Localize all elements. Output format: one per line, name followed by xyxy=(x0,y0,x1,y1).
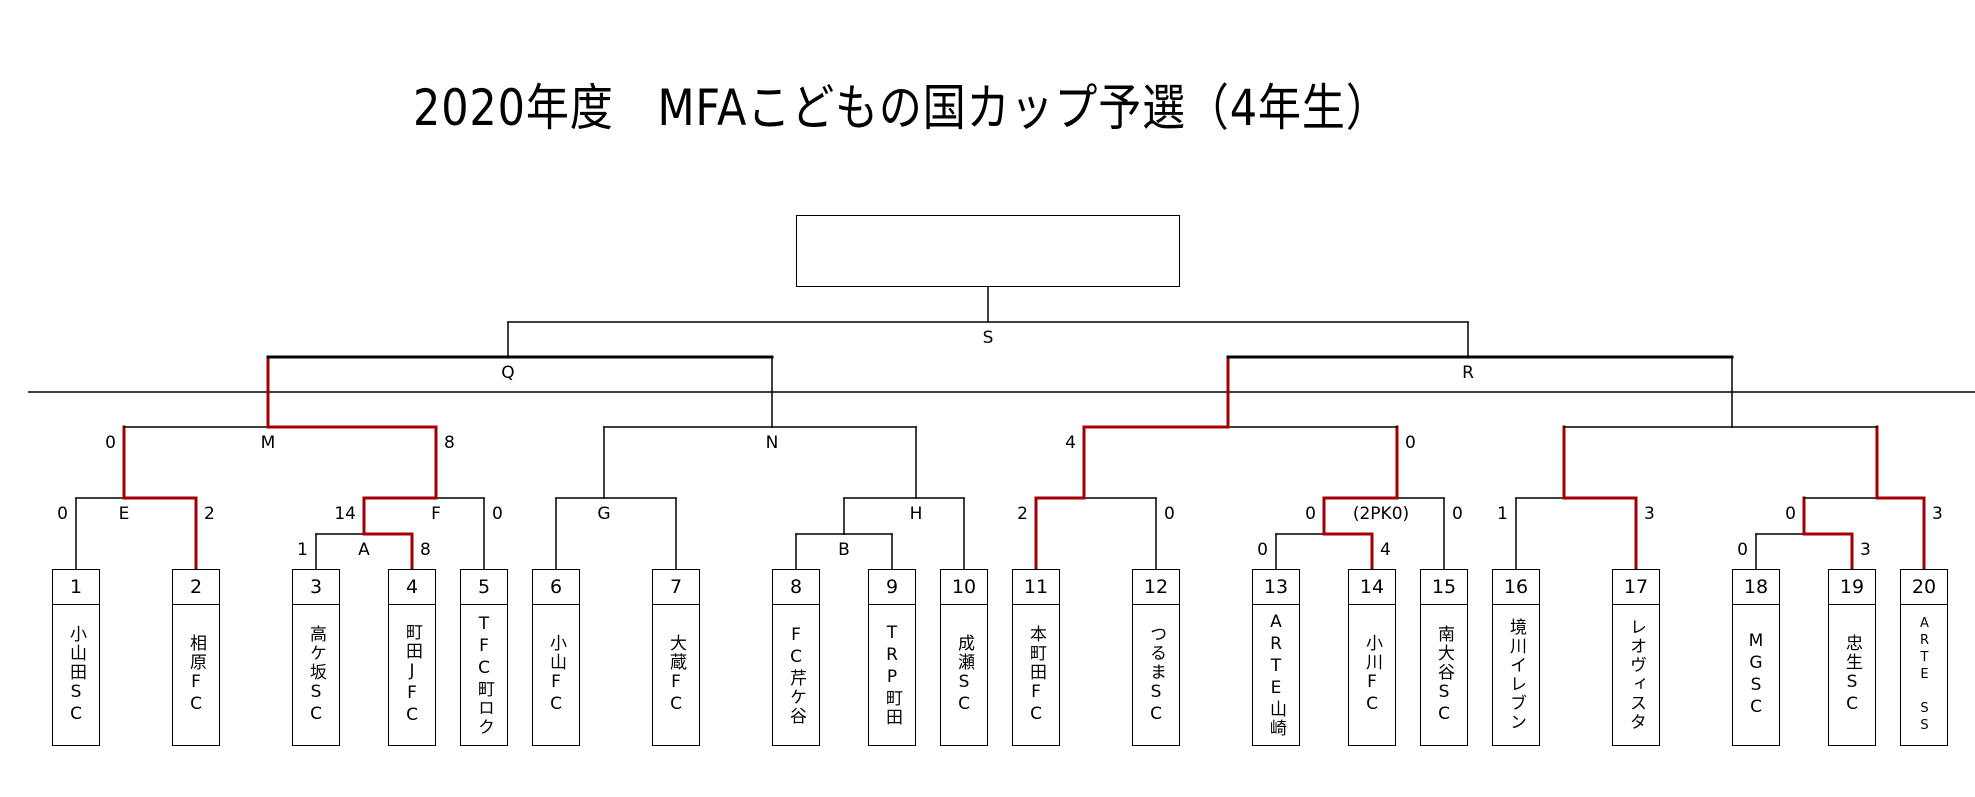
team-name: TRP町田 xyxy=(882,623,902,727)
team-number: 14 xyxy=(1349,570,1395,605)
match-label-B: B xyxy=(838,540,850,560)
match-label-H: H xyxy=(910,504,923,524)
team-number: 2 xyxy=(173,570,219,605)
team-box: 16 境川イレブン xyxy=(1492,569,1540,746)
match-label-R: R xyxy=(1462,363,1474,383)
team-name: 本町田FC xyxy=(1026,624,1046,726)
match-label-J: (2PK0) xyxy=(1353,504,1409,524)
team-box: 12 つるまSC xyxy=(1132,569,1180,746)
team-number: 19 xyxy=(1829,570,1875,605)
score-F-left: 14 xyxy=(334,504,356,524)
match-label-N: N xyxy=(766,433,779,453)
team-name: 町田JFC xyxy=(402,623,422,727)
team-number: 9 xyxy=(869,570,915,605)
match-label-G: G xyxy=(597,504,610,524)
team-number: 5 xyxy=(461,570,507,605)
team-name: 高ケ坂SC xyxy=(306,624,326,726)
champion-box xyxy=(796,215,1180,287)
team-name: ARTE SS xyxy=(1917,615,1932,735)
team-box: 15 南大谷SC xyxy=(1420,569,1468,746)
score-J-left: 0 xyxy=(1305,504,1316,524)
score-K-left: 1 xyxy=(1497,504,1508,524)
team-number: 1 xyxy=(53,570,99,605)
team-name: 相原FC xyxy=(186,634,206,716)
score-F-right: 0 xyxy=(492,504,503,524)
score-M-right: 8 xyxy=(444,433,455,453)
team-number: 11 xyxy=(1013,570,1059,605)
score-K-right: 3 xyxy=(1644,504,1655,524)
team-name: 小山FC xyxy=(546,634,566,716)
score-E-right: 2 xyxy=(204,504,215,524)
team-number: 3 xyxy=(293,570,339,605)
team-name: 小川FC xyxy=(1362,634,1382,716)
score-I-left: 2 xyxy=(1017,504,1028,524)
team-number: 12 xyxy=(1133,570,1179,605)
team-name: 成瀬SC xyxy=(954,634,974,716)
score-C-left: 0 xyxy=(1257,540,1268,560)
team-name: つるまSC xyxy=(1146,624,1166,726)
team-box: 11 本町田FC xyxy=(1012,569,1060,746)
team-name: MGSC xyxy=(1746,631,1766,719)
team-number: 7 xyxy=(653,570,699,605)
team-number: 15 xyxy=(1421,570,1467,605)
score-C-right: 4 xyxy=(1380,540,1391,560)
match-label-S: S xyxy=(983,328,994,348)
score-O-left: 4 xyxy=(1065,433,1076,453)
score-D-left: 0 xyxy=(1737,540,1748,560)
score-I-right: 0 xyxy=(1164,504,1175,524)
score-A-left: 1 xyxy=(297,540,308,560)
team-number: 6 xyxy=(533,570,579,605)
team-box: 14 小川FC xyxy=(1348,569,1396,746)
team-name: レオヴィスタ xyxy=(1626,618,1646,732)
match-label-A: A xyxy=(358,540,370,560)
score-L-left: 0 xyxy=(1785,504,1796,524)
bracket-title: 2020年度 MFAこどもの国カップ予選（4年生） xyxy=(413,79,1390,137)
team-number: 4 xyxy=(389,570,435,605)
team-box: 1 小山田SC xyxy=(52,569,100,746)
team-number: 16 xyxy=(1493,570,1539,605)
team-name: 小山田SC xyxy=(66,624,86,726)
team-name: FC芹ケ谷 xyxy=(786,624,806,726)
score-M-left: 0 xyxy=(105,433,116,453)
team-name: 境川イレブン xyxy=(1506,618,1526,732)
team-number: 17 xyxy=(1613,570,1659,605)
team-box: 10 成瀬SC xyxy=(940,569,988,746)
team-number: 13 xyxy=(1253,570,1299,605)
match-label-Q: Q xyxy=(501,363,514,383)
score-E-left: 0 xyxy=(57,504,68,524)
score-J-right: 0 xyxy=(1452,504,1463,524)
team-box: 6 小山FC xyxy=(532,569,580,746)
team-number: 8 xyxy=(773,570,819,605)
team-name: ARTE山崎 xyxy=(1266,612,1286,738)
team-box: 17 レオヴィスタ xyxy=(1612,569,1660,746)
score-O-right: 0 xyxy=(1405,433,1416,453)
team-name: 南大谷SC xyxy=(1434,624,1454,726)
match-label-M: M xyxy=(261,433,276,453)
team-box: 4 町田JFC xyxy=(388,569,436,746)
bracket-lines xyxy=(75,321,1926,571)
team-box: 7 大蔵FC xyxy=(652,569,700,746)
score-A-right: 8 xyxy=(420,540,431,560)
team-name: 忠生SC xyxy=(1842,634,1862,716)
score-L-right: 3 xyxy=(1932,504,1943,524)
team-number: 10 xyxy=(941,570,987,605)
team-box: 19 忠生SC xyxy=(1828,569,1876,746)
score-D-right: 3 xyxy=(1860,540,1871,560)
team-box: 3 高ケ坂SC xyxy=(292,569,340,746)
team-number: 18 xyxy=(1733,570,1779,605)
team-name: TFC町ロク xyxy=(474,613,494,737)
team-box: 2 相原FC xyxy=(172,569,220,746)
match-label-F: F xyxy=(431,504,441,524)
team-name: 大蔵FC xyxy=(666,634,686,716)
match-label-E: E xyxy=(119,504,130,524)
team-number: 20 xyxy=(1901,570,1947,605)
